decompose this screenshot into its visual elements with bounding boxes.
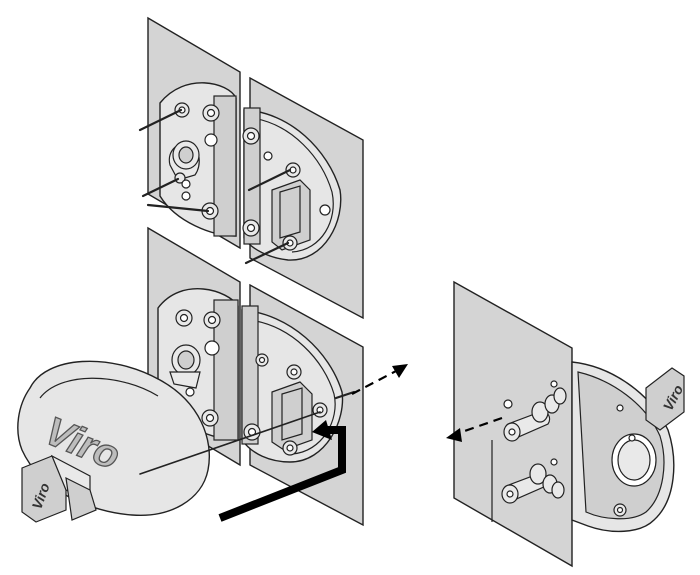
viro-cover: Viro Viro [17,360,210,523]
right-plate-assembly: Viro [453,280,686,568]
top-right-plate-assembly [242,76,364,320]
dashed-arrow-right [351,364,408,395]
dashed-arrow-left [446,416,503,442]
bottom-right-plate-assembly [241,283,364,527]
lower-screw-set [501,463,565,504]
top-left-plate-assembly [138,16,241,250]
upper-screw-set [503,387,567,442]
big-l-arrow [139,411,346,522]
